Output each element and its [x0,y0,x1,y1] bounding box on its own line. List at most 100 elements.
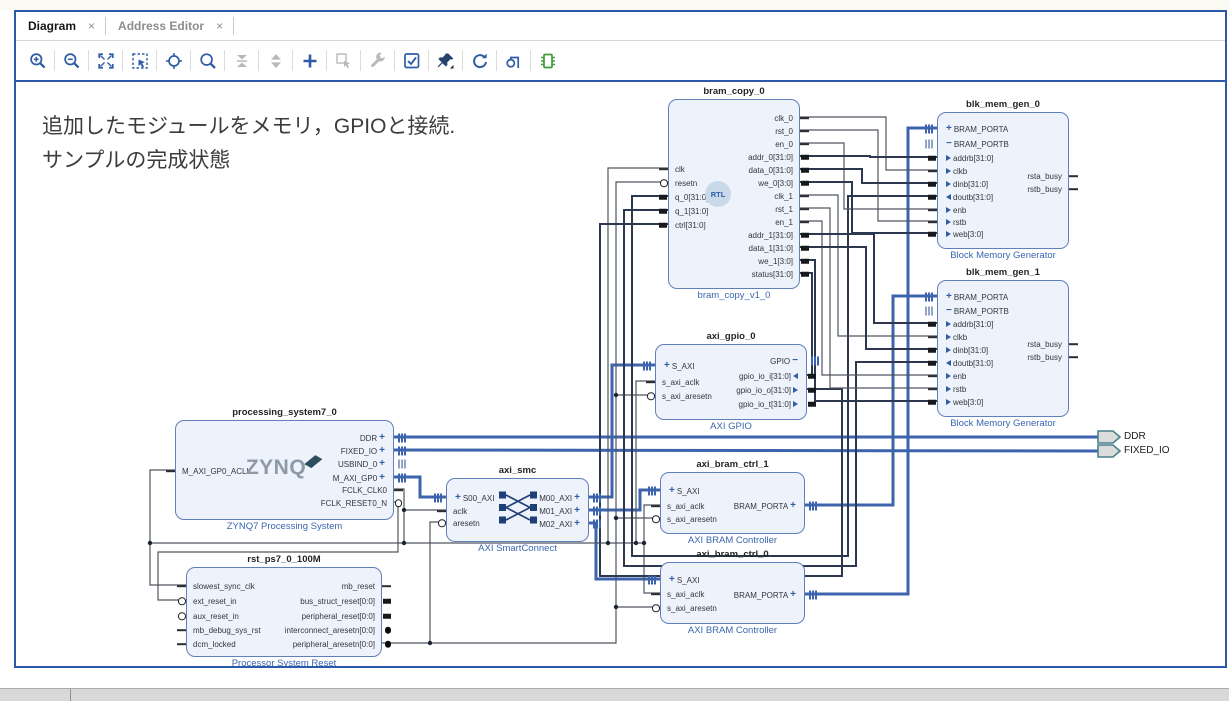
port-we_0[3:0][interactable]: we_0[3:0] [669,178,809,188]
port-S_AXI[interactable]: +S_AXI [651,575,804,585]
wire[interactable] [798,168,937,184]
port-USBIND_0[interactable]: +USBIND_0 [176,459,403,469]
wire[interactable] [798,194,937,337]
port-BRAM_PORTB[interactable]: −BRAM_PORTB [928,306,1068,316]
port-M01_AXI[interactable]: +M01_AXI [447,506,598,516]
wire[interactable] [798,129,937,222]
port-clk[interactable]: clk [659,164,799,174]
toolbar-optimize-routing-button[interactable] [500,48,527,74]
toolbar-pin-button[interactable] [432,48,459,74]
port-doutb[31:0][interactable]: doutb[31:0] [928,192,1068,202]
port-addrb[31:0][interactable]: addrb[31:0] [928,153,1068,163]
close-icon[interactable]: × [88,19,96,33]
port-S_AXI[interactable]: +S_AXI [651,486,804,496]
wire[interactable] [798,233,937,324]
port-clkb[interactable]: clkb [928,332,1068,342]
wire[interactable] [798,207,937,389]
toolbar-search-button[interactable] [194,48,221,74]
port-S_AXI[interactable]: +S_AXI [646,361,806,371]
port-BRAM_PORTA[interactable]: +BRAM_PORTA [661,501,814,511]
port-clkb[interactable]: clkb [928,166,1068,176]
port-s_axi_aresetn[interactable]: s_axi_aresetn [652,514,804,524]
port-gpio_io_o[31:0][interactable]: gpio_io_o[31:0] [656,385,816,395]
port-mb_reset[interactable]: mb_reset [187,581,391,591]
port-DDR[interactable]: +DDR [176,433,403,443]
port-s_axi_aresetn[interactable]: s_axi_aresetn [647,391,806,401]
port-BRAM_PORTB[interactable]: −BRAM_PORTB [928,139,1068,149]
port-status[31:0][interactable]: status[31:0] [669,269,809,279]
port-M_AXI_GP0_ACLK[interactable]: M_AXI_GP0_ACLK [166,466,393,476]
external-port-fixed_io[interactable] [1097,444,1122,458]
wire[interactable] [798,246,937,350]
port-addr_0[31:0][interactable]: addr_0[31:0] [669,152,809,162]
port-enb[interactable]: enb [928,371,1068,381]
wire[interactable] [631,195,937,557]
close-icon[interactable]: × [216,19,224,33]
port-data_0[31:0][interactable]: data_0[31:0] [669,165,809,175]
port-M02_AXI[interactable]: +M02_AXI [447,519,598,529]
port-s_axi_aclk[interactable]: s_axi_aclk [646,377,806,387]
port-addr_1[31:0][interactable]: addr_1[31:0] [669,230,809,240]
wire[interactable] [798,142,937,210]
wire[interactable] [587,488,660,512]
port-enb[interactable]: enb [928,205,1068,215]
port-en_1[interactable]: en_1 [669,217,809,227]
port-ext_reset_in[interactable]: ext_reset_in [178,596,381,606]
wire[interactable] [391,448,1099,453]
port-s_axi_aclk[interactable]: s_axi_aclk [651,589,804,599]
port-q_0[31:0][interactable]: q_0[31:0] [659,192,799,202]
port-dcm_locked[interactable]: dcm_locked [177,639,381,649]
port-BRAM_PORTA[interactable]: +BRAM_PORTA [928,124,1068,134]
wire[interactable] [798,220,937,376]
port-M00_AXI[interactable]: +M00_AXI [447,493,598,503]
port-rsta_busy[interactable]: rsta_busy [938,339,1078,349]
wire[interactable] [380,181,668,644]
toolbar-zoom-fit-button[interactable] [92,48,119,74]
wire[interactable] [635,380,655,543]
port-rst_0[interactable]: rst_0 [669,126,809,136]
port-resetn[interactable]: resetn [660,178,799,188]
toolbar-zoom-to-selection-button[interactable] [126,48,153,74]
port-clk_0[interactable]: clk_0 [669,113,809,123]
port-web[3:0][interactable]: web[3:0] [928,229,1068,239]
wire[interactable] [392,475,446,499]
wire[interactable] [149,469,405,544]
port-s_axi_aresetn[interactable]: s_axi_aresetn [652,603,804,613]
toolbar-regenerate-layout-button[interactable] [466,48,493,74]
port-clk_1[interactable]: clk_1 [669,191,809,201]
port-interconnect_aresetn[0:0][interactable]: interconnect_aresetn[0:0] [187,625,391,635]
toolbar-add-ip-button[interactable] [296,48,323,74]
tab-address-editor[interactable]: Address Editor × [106,12,233,40]
toolbar-validate-design-button[interactable] [398,48,425,74]
port-aresetn[interactable]: aresetn [438,518,588,528]
wire[interactable] [798,155,937,158]
port-rstb[interactable]: rstb [928,384,1068,394]
port-dinb[31:0][interactable]: dinb[31:0] [928,179,1068,189]
port-FIXED_IO[interactable]: +FIXED_IO [176,446,403,456]
port-rstb[interactable]: rstb [928,217,1068,227]
port-ctrl[31:0][interactable]: ctrl[31:0] [659,220,799,230]
port-rstb_busy[interactable]: rstb_busy [938,352,1078,362]
port-FCLK_RESET0_N[interactable]: FCLK_RESET0_N [176,498,402,508]
port-aux_reset_in[interactable]: aux_reset_in [178,611,381,621]
port-rst_1[interactable]: rst_1 [669,204,809,214]
port-GPIO[interactable]: −GPIO [656,356,816,366]
port-bus_struct_reset[0:0][interactable]: bus_struct_reset[0:0] [187,596,391,606]
port-S00_AXI[interactable]: +S00_AXI [437,493,588,503]
toolbar-zoom-out-button[interactable] [58,48,85,74]
toolbar-interface-ports-button[interactable] [534,48,561,74]
wire[interactable] [587,521,660,581]
tab-diagram[interactable]: Diagram × [16,12,105,40]
toolbar-zoom-in-button[interactable] [24,48,51,74]
port-s_axi_aclk[interactable]: s_axi_aclk [651,501,804,511]
port-dinb[31:0][interactable]: dinb[31:0] [928,345,1068,355]
port-aclk[interactable]: aclk [437,506,588,516]
